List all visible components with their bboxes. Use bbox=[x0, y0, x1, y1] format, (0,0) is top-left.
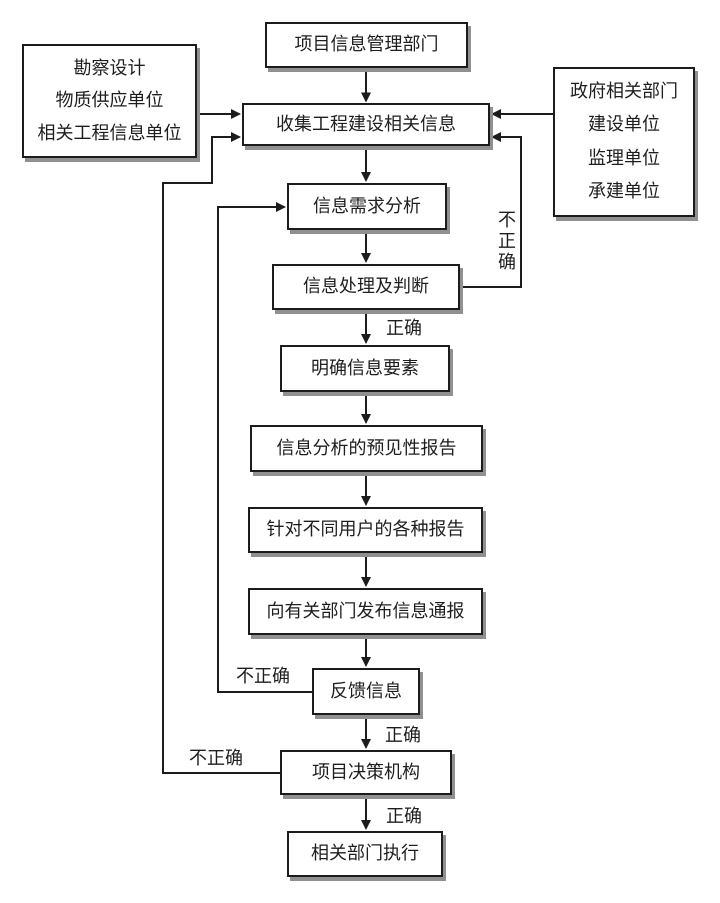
node-right-sources-line-2: 建设单位 bbox=[588, 114, 660, 135]
node-right-sources-line-3: 监理单位 bbox=[588, 147, 660, 168]
node-reports-label: 针对不同用户的各种报告 bbox=[266, 519, 465, 540]
node-forecast-label: 信息分析的预见性报告 bbox=[276, 437, 457, 458]
node-left-sources-line-3: 相关工程信息单位 bbox=[37, 122, 182, 143]
edge-label-correct-process: 正确 bbox=[386, 318, 422, 338]
node-demand-label: 信息需求分析 bbox=[313, 195, 421, 216]
node-right-info-sources: 政府相关部门 建设单位 监理单位 承建单位 bbox=[553, 67, 695, 217]
node-issue-notification: 向有关部门发布信息通报 bbox=[248, 588, 483, 635]
node-collect-construction-info: 收集工程建设相关信息 bbox=[242, 103, 490, 146]
edge-label-incorrect-decision: 不正确 bbox=[189, 748, 243, 768]
node-collect-label: 收集工程建设相关信息 bbox=[276, 113, 456, 134]
node-process-label: 信息处理及判断 bbox=[303, 276, 429, 297]
node-predictive-report: 信息分析的预见性报告 bbox=[250, 425, 483, 472]
edge-label-incorrect-feedback: 不正确 bbox=[236, 666, 290, 686]
node-notify-label: 向有关部门发布信息通报 bbox=[266, 600, 465, 621]
node-execute-label: 相关部门执行 bbox=[311, 843, 419, 864]
node-decision-body: 项目决策机构 bbox=[280, 750, 452, 795]
node-left-sources-line-2: 物质供应单位 bbox=[55, 90, 164, 111]
edge-label-correct-decision: 正确 bbox=[386, 806, 422, 826]
edge-process-incorrect-to-collect bbox=[460, 132, 522, 288]
node-project-info-dept-label: 项目信息管理部门 bbox=[294, 34, 439, 55]
edge-label-incorrect-process: 不正确 bbox=[496, 210, 516, 273]
node-left-sources-line-1: 勘察设计 bbox=[73, 57, 146, 78]
node-execute-departments: 相关部门执行 bbox=[287, 831, 443, 877]
node-demand-analysis: 信息需求分析 bbox=[287, 183, 447, 230]
node-right-sources-line-4: 承建单位 bbox=[588, 181, 660, 202]
edge-label-correct-feedback: 正确 bbox=[385, 725, 421, 745]
node-feedback-label: 反馈信息 bbox=[330, 680, 402, 701]
node-elements-label: 明确信息要素 bbox=[311, 357, 419, 378]
edge-feedback-incorrect-to-demand bbox=[217, 202, 312, 693]
node-right-sources-line-1: 政府相关部门 bbox=[570, 80, 678, 101]
node-user-reports: 针对不同用户的各种报告 bbox=[248, 507, 483, 553]
node-decision-label: 项目决策机构 bbox=[312, 761, 420, 782]
node-project-info-dept: 项目信息管理部门 bbox=[265, 22, 468, 68]
node-left-info-sources: 勘察设计 物质供应单位 相关工程信息单位 bbox=[22, 44, 197, 158]
node-processing-judgment: 信息处理及判断 bbox=[272, 264, 460, 310]
node-clarify-info-elements: 明确信息要素 bbox=[280, 345, 450, 392]
edge-decision-incorrect-to-collect bbox=[162, 132, 280, 774]
node-feedback-info: 反馈信息 bbox=[312, 668, 420, 715]
